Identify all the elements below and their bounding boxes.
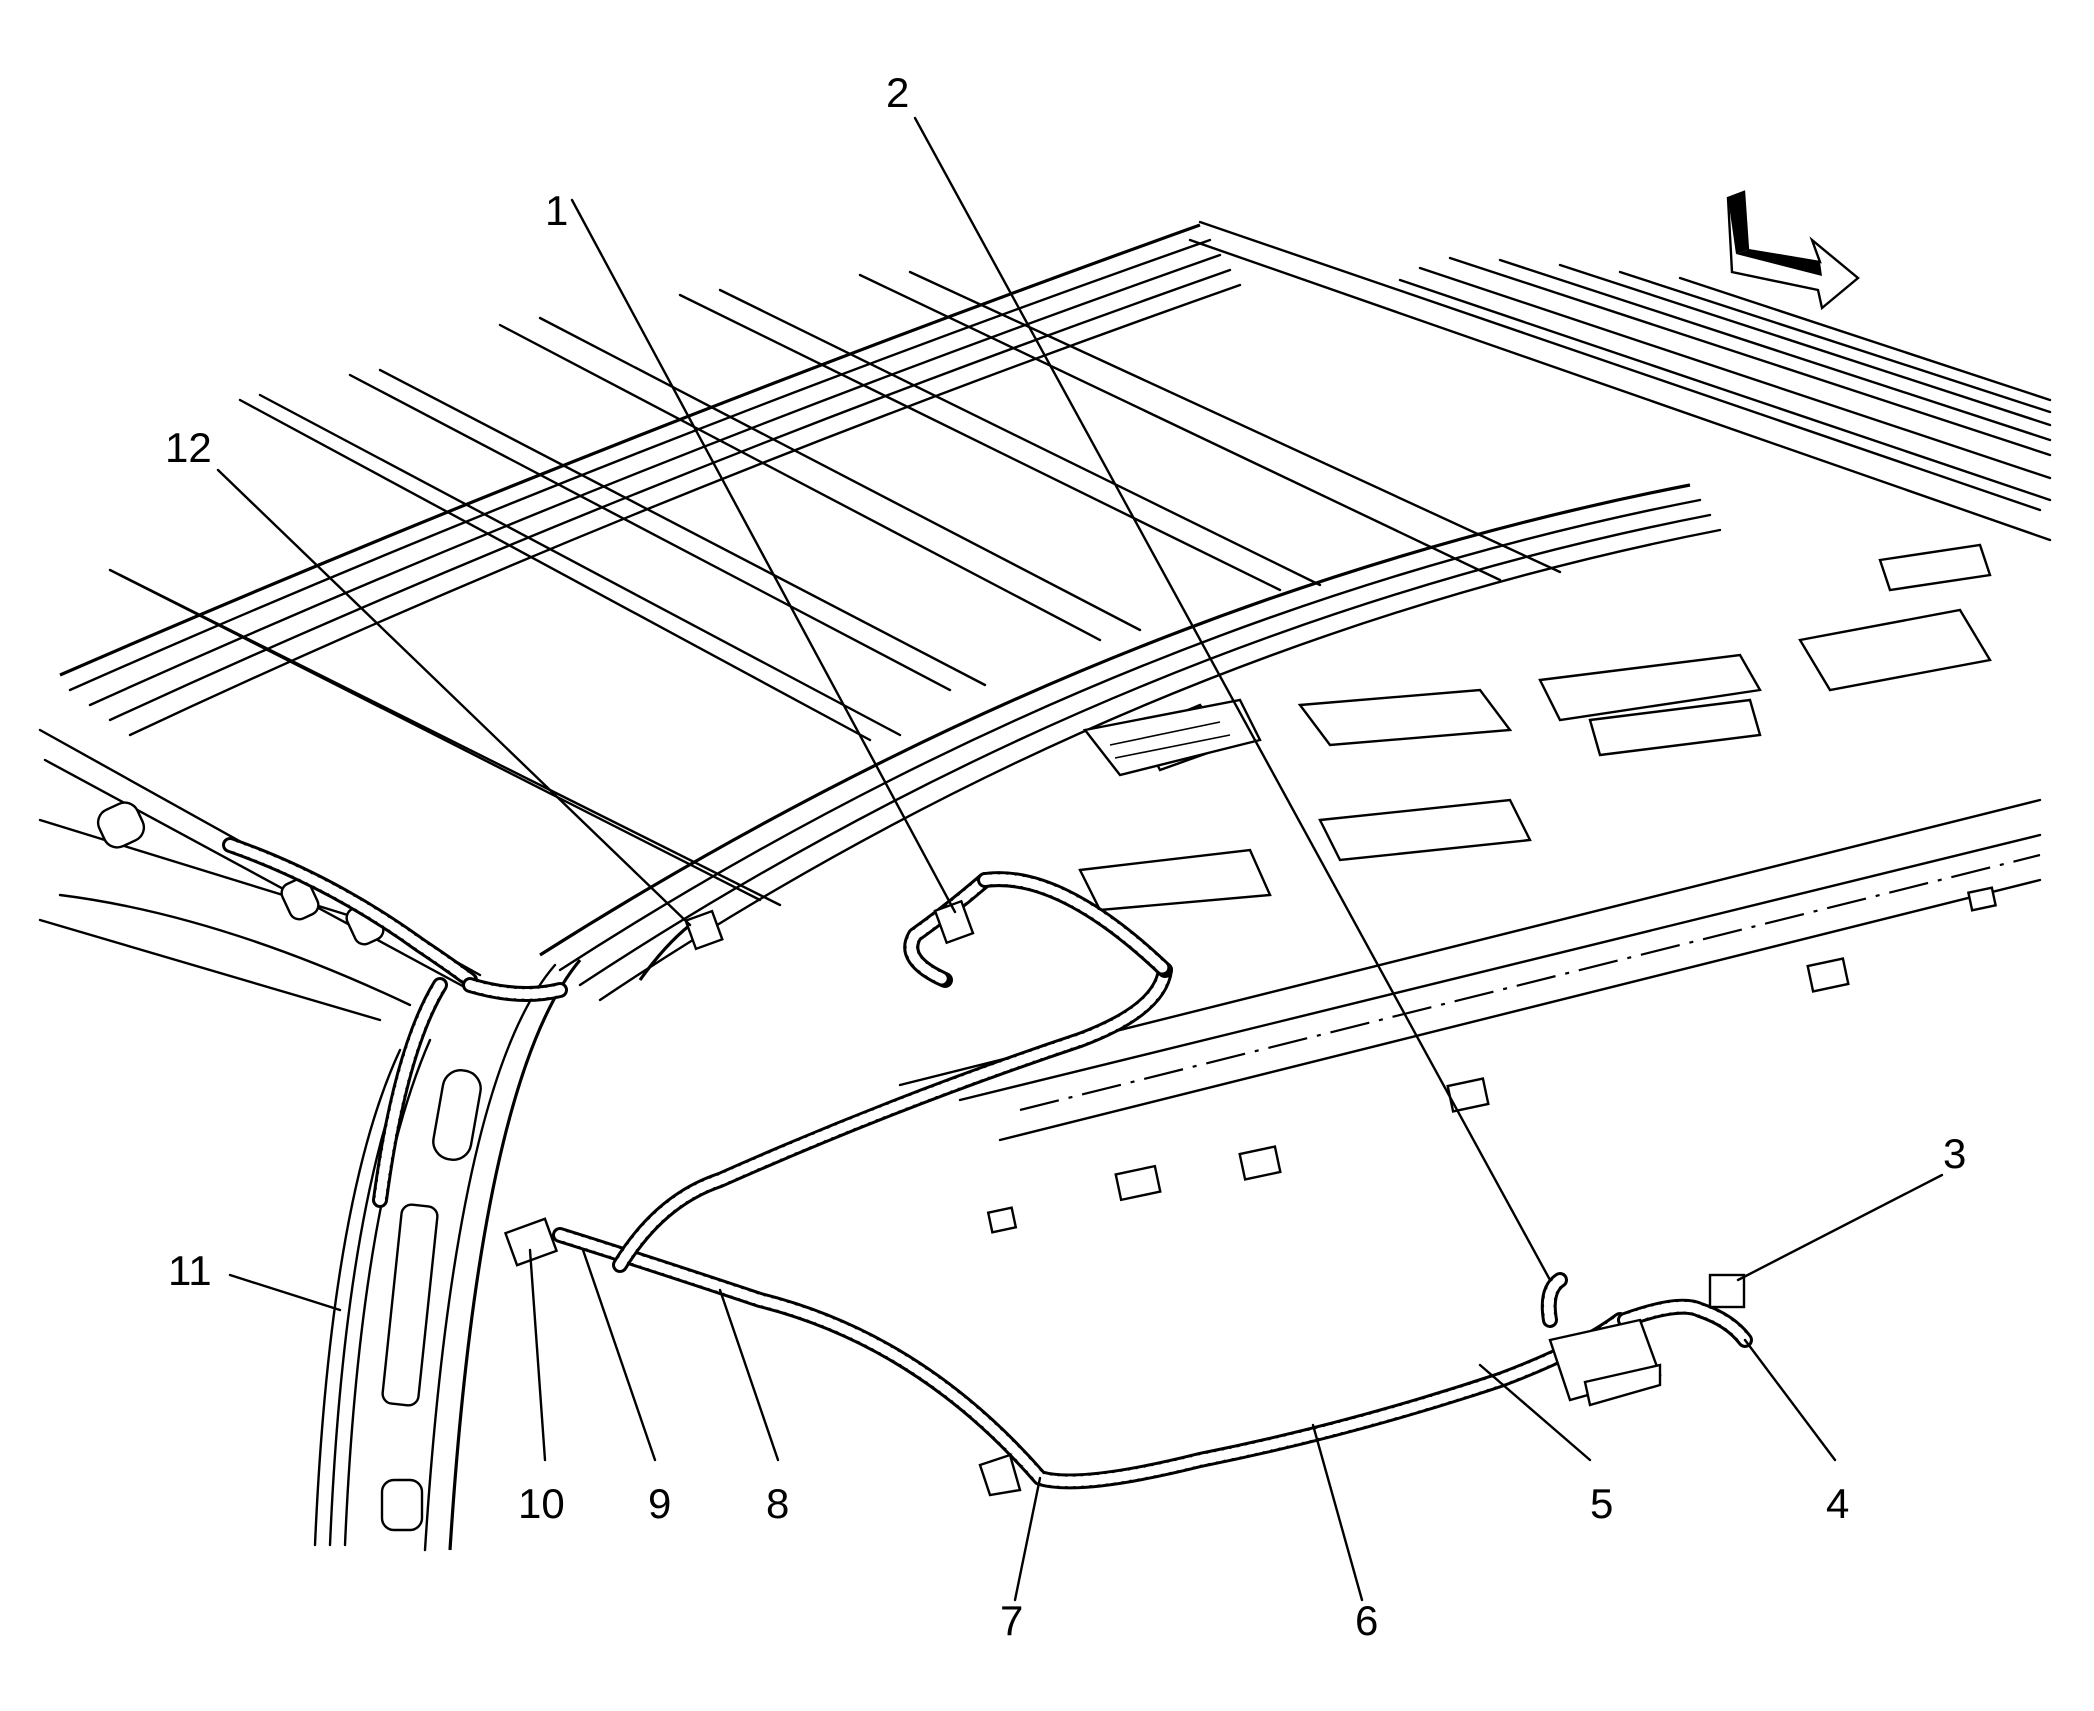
callout-numbers: 1 2 3 4 5 6 7 8 9 10 11 12 (165, 69, 1966, 1644)
forward-arrow-icon (1726, 190, 1860, 311)
callout-8: 8 (766, 1480, 789, 1527)
roof-wiring-harness (222, 837, 1753, 1497)
callout-3: 3 (1943, 1130, 1966, 1177)
callout-7: 7 (1000, 1597, 1023, 1644)
callout-2: 2 (886, 69, 909, 116)
roof-structure (59, 220, 2052, 1234)
callout-12: 12 (165, 424, 212, 471)
leader-lines (216, 116, 1944, 1602)
callout-11: 11 (168, 1247, 212, 1294)
a-pillar (38, 728, 582, 1552)
callout-6: 6 (1355, 1597, 1378, 1644)
callout-9: 9 (648, 1480, 671, 1527)
callout-10: 10 (518, 1480, 565, 1527)
callout-5: 5 (1590, 1480, 1613, 1527)
callout-4: 4 (1826, 1480, 1849, 1527)
callout-1: 1 (545, 187, 568, 234)
